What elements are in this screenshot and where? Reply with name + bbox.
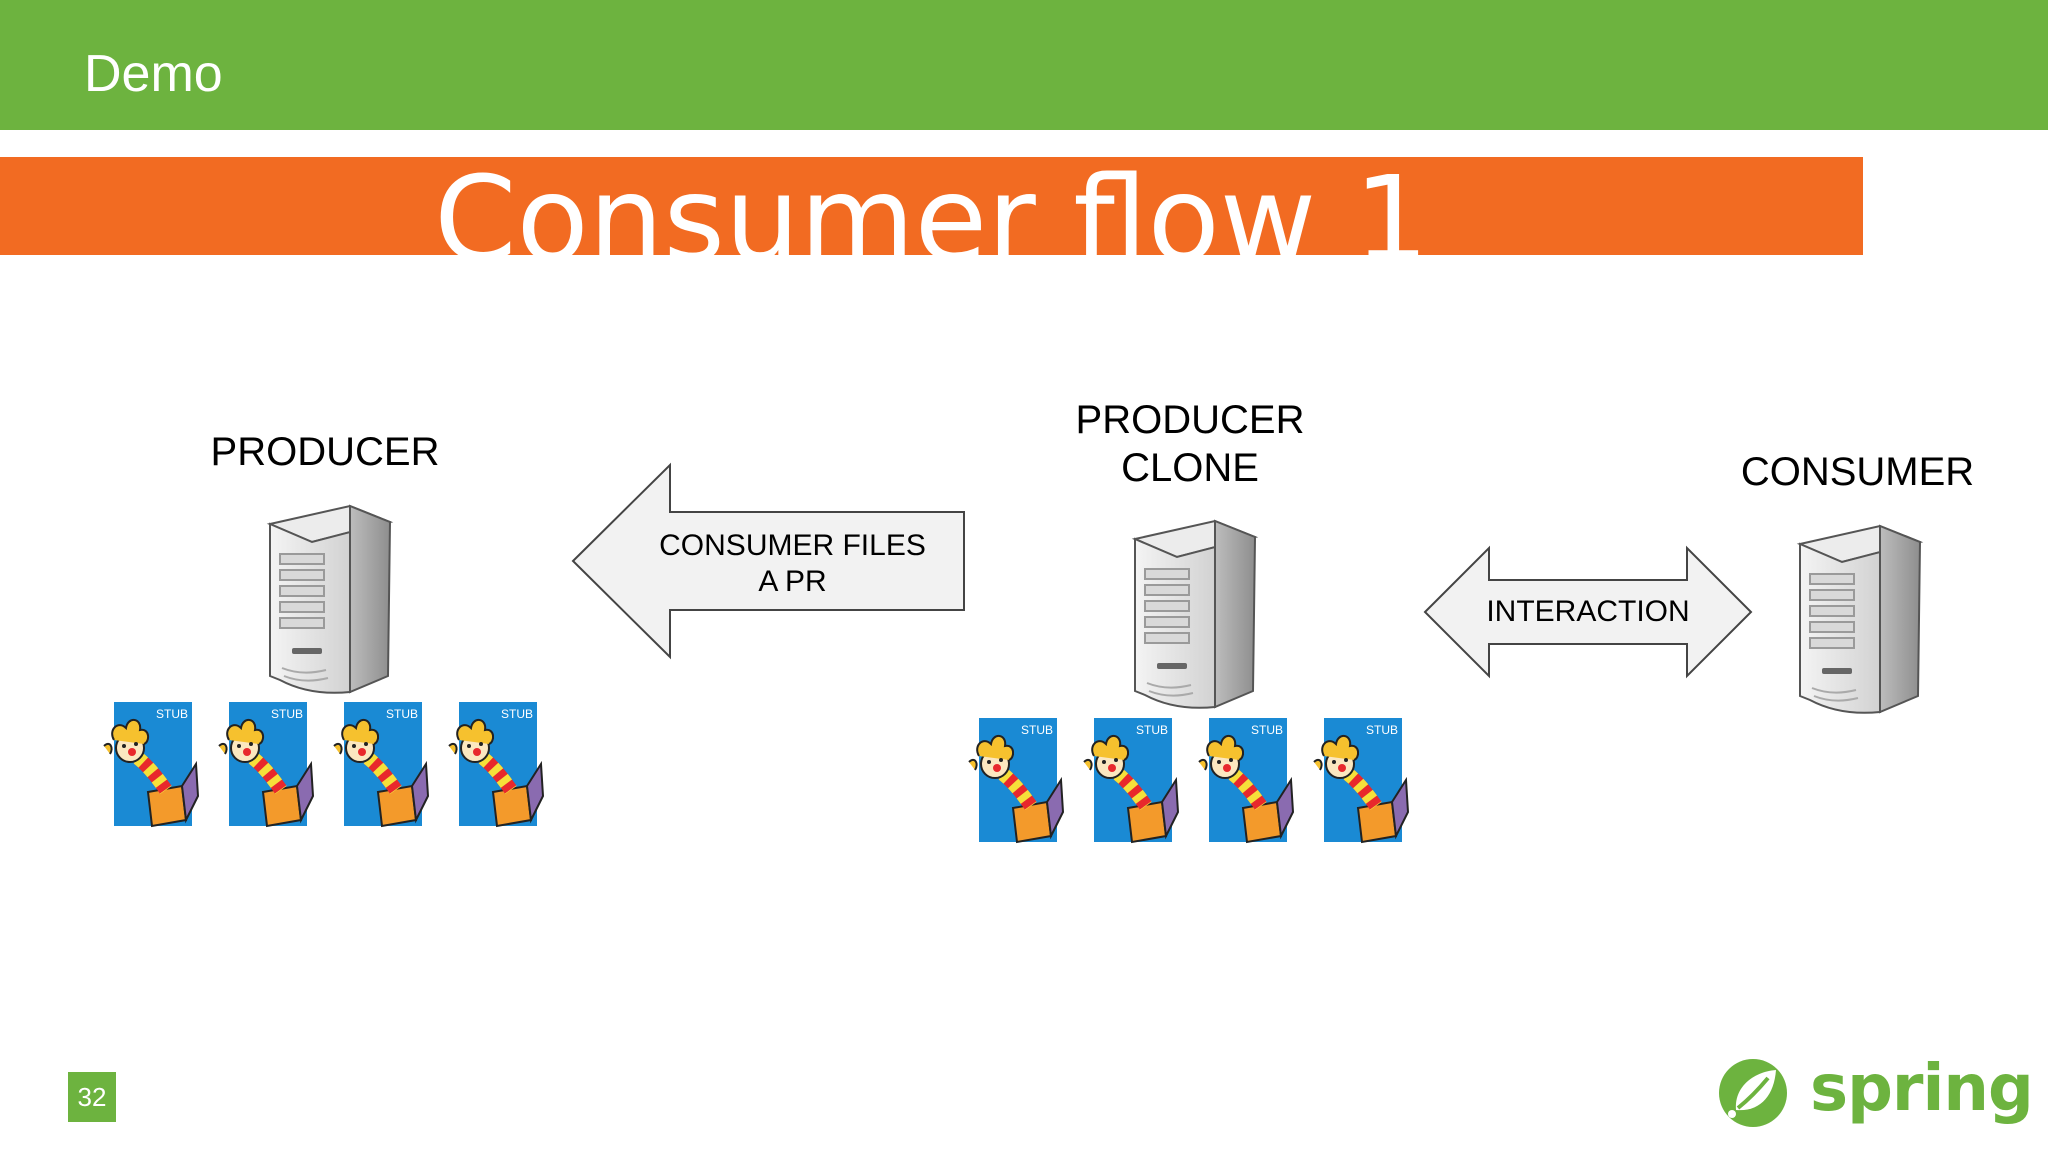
svg-text:STUB: STUB [1366, 723, 1398, 737]
producer-clone-server-icon [1115, 515, 1265, 715]
double-arrow-label: INTERACTION [1486, 595, 1690, 628]
left-arrow-label-line2: A PR [758, 565, 827, 598]
stub-icon: STUB [1080, 716, 1180, 846]
left-arrow-label-line1: CONSUMER FILES [659, 529, 926, 562]
svg-text:STUB: STUB [271, 707, 303, 721]
stub-icon: STUB [445, 700, 545, 830]
producer-server-icon [250, 500, 400, 700]
left-arrow [570, 462, 967, 660]
stub-icon: STUB [330, 700, 430, 830]
stub-icon: STUB [1310, 716, 1410, 846]
page-number: 32 [68, 1072, 116, 1122]
left-arrow-label: CONSUMER FILES A PR [640, 528, 945, 600]
header-title: Demo [84, 45, 223, 103]
producer-clone-label-line2: CLONE [1121, 446, 1259, 490]
producer-label: PRODUCER [210, 430, 440, 474]
consumer-label: CONSUMER [1740, 450, 1975, 494]
svg-text:STUB: STUB [1136, 723, 1168, 737]
svg-text:STUB: STUB [156, 707, 188, 721]
slide-title: Consumer flow 1 [434, 157, 1429, 255]
spring-wordmark: spring [1810, 1052, 2034, 1126]
consumer-server-icon [1780, 520, 1930, 720]
stub-icon: STUB [100, 700, 200, 830]
svg-text:STUB: STUB [386, 707, 418, 721]
stub-icon: STUB [215, 700, 315, 830]
producer-clone-label-line1: PRODUCER [1075, 398, 1305, 442]
svg-text:STUB: STUB [1021, 723, 1053, 737]
spring-logo: spring [1716, 1052, 2034, 1132]
stub-icon: STUB [1195, 716, 1295, 846]
header-bar [0, 0, 2048, 130]
svg-text:STUB: STUB [501, 707, 533, 721]
title-band: Consumer flow 1 [0, 157, 1863, 255]
svg-text:STUB: STUB [1251, 723, 1283, 737]
spring-leaf-icon [1719, 1059, 1787, 1127]
producer-clone-label: PRODUCER CLONE [1040, 396, 1340, 492]
stub-icon: STUB [965, 716, 1065, 846]
double-arrow [1422, 545, 1754, 679]
